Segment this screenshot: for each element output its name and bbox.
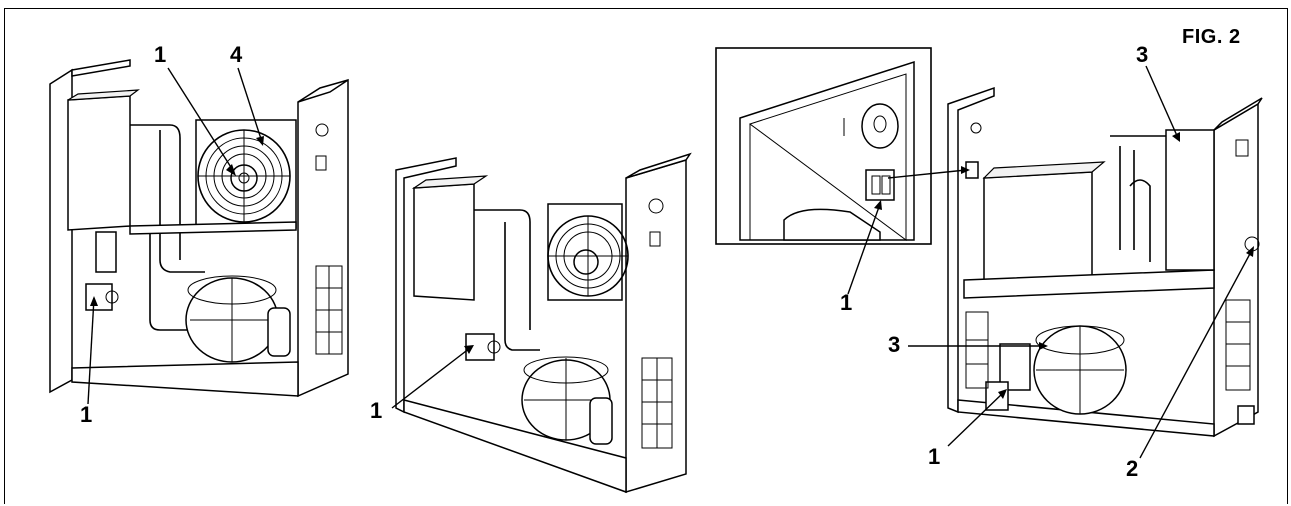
unit-1-illustration xyxy=(49,59,349,398)
figure-title: FIG. 2 xyxy=(1182,26,1241,48)
callout-inset: 1 xyxy=(840,290,853,315)
callout-unit1-left: 1 xyxy=(80,402,93,427)
callout-unit3-bottom-2: 2 xyxy=(1126,456,1139,481)
unit-3-illustration xyxy=(947,86,1263,438)
callout-unit2: 1 xyxy=(370,398,383,423)
inset-detail xyxy=(715,47,932,245)
callout-unit1-fan-1: 1 xyxy=(154,42,167,67)
leader-lines xyxy=(87,65,1254,459)
figure-frame xyxy=(4,8,1288,504)
callout-unit3-bottom-1: 1 xyxy=(928,444,941,469)
callout-unit1-fan-4: 4 xyxy=(230,42,243,67)
callout-unit3-top: 3 xyxy=(1136,42,1149,67)
unit-2-illustration xyxy=(395,152,692,494)
callout-unit3-compressor: 3 xyxy=(888,332,901,357)
